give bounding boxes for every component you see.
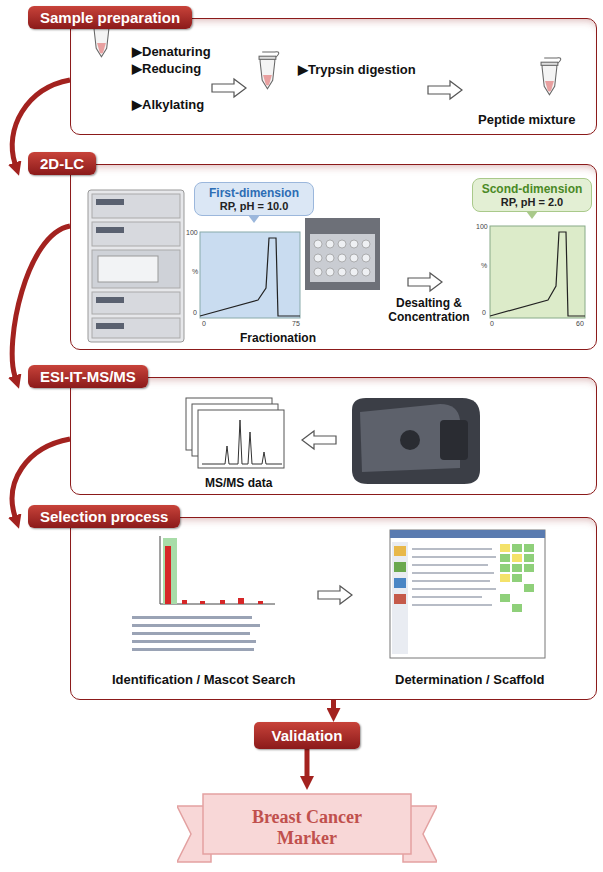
hollow-arrow [212, 79, 246, 97]
process-box: Validation [254, 722, 361, 749]
stage-tab: 2D-LC [28, 152, 96, 175]
node-body: RP, pH = 10.0 [199, 200, 309, 212]
mass-spectrometer [352, 398, 480, 484]
axis-unit: % [192, 268, 198, 275]
callout-bubble: First-dimensionRP, pH = 10.0 [194, 182, 314, 216]
axis-value: 60 [576, 320, 584, 327]
step-caption: Determination / Scaffold [395, 672, 545, 687]
stage-panel: 2D-LC First-dimensionRP, pH = 10.0 Scond-d… [28, 152, 597, 350]
axis-value: 100 [476, 223, 488, 230]
stage-title: Sample preparation [40, 9, 180, 26]
spectra-stack [186, 398, 284, 468]
hollow-arrow [318, 586, 352, 604]
step-text: ▶Trypsin digestion [298, 62, 416, 77]
score-histogram [132, 536, 275, 651]
plate-photo [305, 218, 380, 290]
result-ribbon: Breast Cancer Marker [177, 790, 437, 866]
axis-value: 0 [482, 309, 486, 316]
step-text: ▶Denaturing [132, 44, 211, 59]
axis-value: 0 [193, 309, 197, 316]
flow-arrow [12, 226, 70, 377]
node-title: First-dimension [199, 186, 309, 200]
node-body: RP, pH = 2.0 [477, 196, 587, 208]
software-screenshot [390, 530, 545, 658]
tube-icon [259, 52, 279, 89]
hplc-instrument [88, 190, 184, 342]
node-title: Scond-dimension [477, 182, 587, 196]
hollow-arrow [428, 81, 462, 99]
stage-title: ESI-IT-MS/MS [40, 368, 136, 385]
hollow-arrow [302, 431, 336, 449]
tube-icon [541, 58, 561, 95]
axis-value: 75 [292, 320, 300, 327]
step-caption: Desalting & Concentration [383, 296, 475, 324]
flow-arrow [304, 749, 309, 777]
axis-value: 0 [202, 320, 206, 327]
stage-tab: Sample preparation [28, 6, 192, 29]
stage-title: 2D-LC [40, 155, 84, 172]
product-text: Peptide mixture [478, 112, 576, 127]
gradient-chart [200, 232, 300, 318]
stage-tab: Selection process [28, 505, 180, 528]
flow-arrow [12, 80, 70, 164]
stage-panel: Selection process [28, 505, 597, 700]
flow-arrow [331, 700, 336, 709]
stage-title: Selection process [40, 508, 168, 525]
step-text: ▶Reducing [132, 61, 201, 76]
step-caption: Identification / Mascot Search [112, 672, 296, 687]
hollow-arrow [408, 273, 442, 291]
axis-unit: % [481, 262, 487, 269]
step-caption: MS/MS data [205, 476, 272, 490]
gradient-chart [490, 226, 585, 318]
axis-value: 0 [490, 320, 494, 327]
result-text: Breast Cancer Marker [227, 794, 387, 862]
stage-tab: ESI-IT-MS/MS [28, 365, 148, 388]
stage-panel: ESI-IT-MS/MS [28, 365, 597, 495]
panel-frame [70, 377, 597, 495]
step-text: ▶Alkylating [132, 97, 204, 112]
callout-bubble: Scond-dimensionRP, pH = 2.0 [472, 178, 592, 212]
step-caption: Fractionation [240, 331, 316, 345]
axis-value: 100 [186, 229, 198, 236]
node-title: Validation [272, 727, 343, 744]
